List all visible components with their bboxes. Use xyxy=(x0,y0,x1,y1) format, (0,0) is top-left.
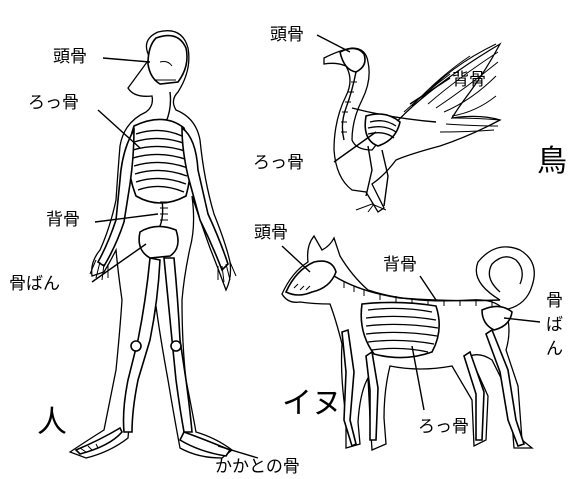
dog-spine-label: 背骨 xyxy=(383,255,417,275)
human-title: 人 xyxy=(37,405,67,440)
human-spine-label: 背骨 xyxy=(46,210,80,230)
human-ribs-label: ろっ骨 xyxy=(28,93,79,113)
bird-skull-label: 頭骨 xyxy=(270,25,304,45)
bird-ribs-label: ろっ骨 xyxy=(253,153,304,173)
human-skull-label: 頭骨 xyxy=(53,47,87,67)
bird-title: 鳥 xyxy=(537,144,567,179)
dog-title: イヌ xyxy=(282,386,342,421)
dog-pelvis-label-2: ば xyxy=(546,315,563,335)
human-skull-leader xyxy=(103,58,150,62)
dog-ribcage xyxy=(361,302,439,357)
dog-skull-label: 頭骨 xyxy=(254,223,288,243)
bird-skull-leader xyxy=(317,35,350,52)
dog-skull-leader xyxy=(282,246,310,272)
human-ribcage xyxy=(128,119,190,203)
dog-ribs-label: ろっ骨 xyxy=(418,417,469,437)
human-figure xyxy=(70,31,236,458)
human-pelvis-label: 骨ばん xyxy=(9,274,60,294)
dog-pelvis-label-3: ん xyxy=(546,339,563,359)
dog-spine-leader xyxy=(420,276,436,300)
human-heel-label: かかとの骨 xyxy=(215,457,300,477)
bird-spine-label: 背骨 xyxy=(452,70,486,90)
dog-pelvis-label-1: 骨 xyxy=(546,291,563,311)
human-spine-leader xyxy=(95,214,158,222)
